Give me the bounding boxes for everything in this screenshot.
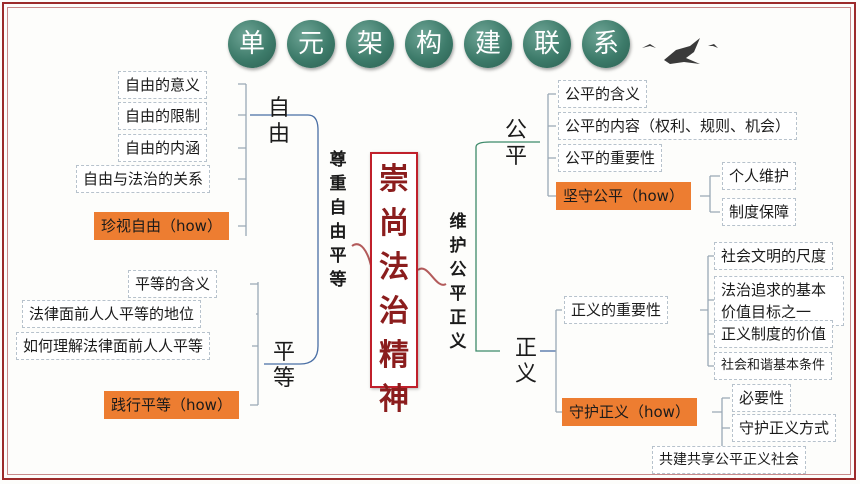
title-char: 单	[228, 20, 276, 68]
justice-importance-item: 社会和谐基本条件	[714, 352, 833, 380]
right-branch-label: 维护公平正义	[449, 212, 467, 352]
fairness-action-item: 个人维护	[722, 162, 797, 190]
birds	[642, 38, 718, 64]
fairness-heading: 公平	[504, 118, 527, 169]
freedom-action: 珍视自由（how）	[94, 212, 229, 240]
fairness-item: 公平的内容（权利、规则、机会）	[558, 112, 798, 140]
justice-importance-item: 法治追求的基本价值目标之一	[714, 276, 844, 326]
title-char: 元	[287, 20, 335, 68]
title-char: 系	[582, 20, 630, 68]
title-char: 联	[523, 20, 571, 68]
equality-item: 如何理解法律面前人人平等	[16, 332, 211, 360]
freedom-item: 自由的限制	[118, 102, 208, 130]
left-branch-label: 尊重自由平等	[329, 150, 347, 290]
title-char: 建	[464, 20, 512, 68]
equality-item: 法律面前人人平等的地位	[22, 300, 202, 328]
inner-frame	[7, 7, 851, 475]
freedom-heading: 自由	[267, 96, 290, 147]
central-topic: 崇尚法治精神	[370, 152, 418, 417]
justice-heading: 正义	[514, 336, 537, 387]
title-char: 架	[346, 20, 394, 68]
freedom-item: 自由的意义	[118, 71, 208, 99]
equality-item: 平等的含义	[128, 270, 218, 298]
freedom-item: 自由的内涵	[118, 134, 208, 162]
justice-importance: 正义的重要性	[564, 296, 669, 324]
justice-importance-item: 正义制度的价值	[714, 320, 834, 348]
justice-action-item: 守护正义方式	[732, 414, 837, 442]
justice-action: 守护正义（how）	[562, 398, 697, 426]
justice-action-item: 共建共享公平正义社会	[652, 446, 806, 474]
title-char: 构	[405, 20, 453, 68]
fairness-action: 坚守公平（how）	[556, 182, 691, 210]
justice-action-item: 必要性	[732, 384, 792, 412]
fairness-action-item: 制度保障	[722, 198, 797, 226]
equality-action: 践行平等（how）	[104, 391, 239, 419]
freedom-item: 自由与法治的关系	[76, 165, 211, 193]
fairness-item: 公平的重要性	[558, 144, 663, 172]
fairness-item: 公平的含义	[558, 80, 648, 108]
justice-importance-item: 社会文明的尺度	[714, 242, 834, 270]
equality-heading: 平等	[272, 340, 295, 391]
